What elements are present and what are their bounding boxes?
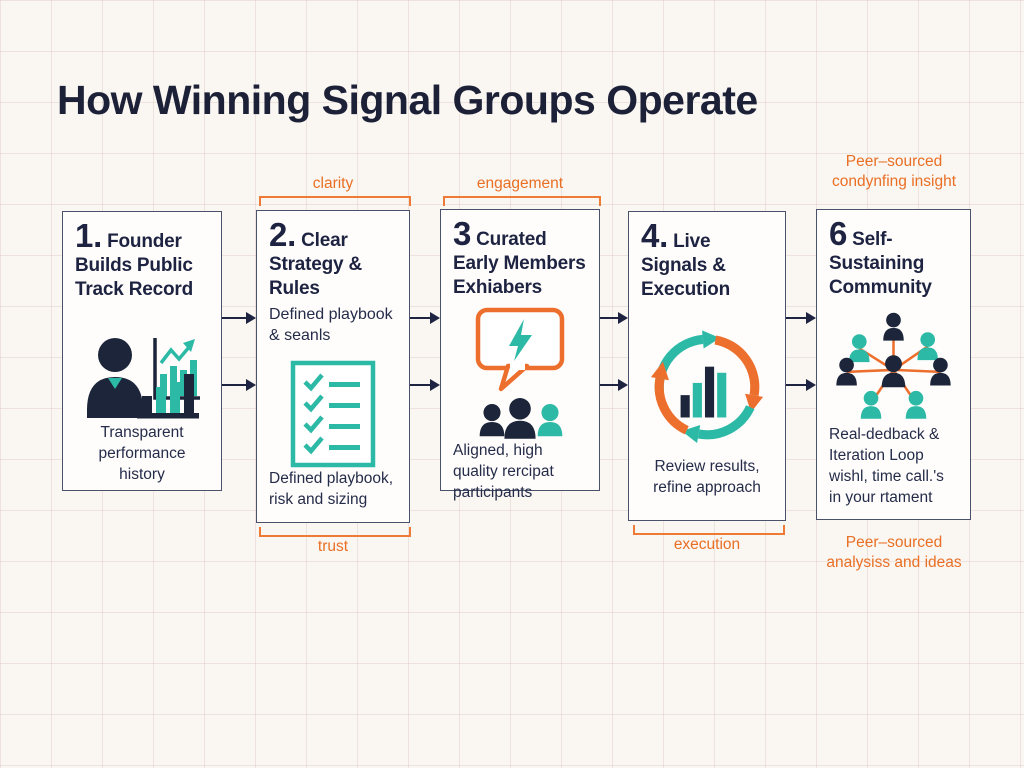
- label-trust: trust: [317, 538, 349, 555]
- step-4-box: 4.Live Signals & Execution Review result…: [628, 211, 786, 521]
- step-3-caption: Aligned, high quality rercipat participa…: [453, 442, 554, 501]
- step-4-caption: Review results, refine approach: [653, 458, 761, 496]
- cycle-chart-icon: [641, 324, 773, 450]
- arrow-step2-step3-top: [410, 310, 440, 325]
- page-title: How Winning Signal Groups Operate: [57, 77, 758, 124]
- label-engagement: engagement: [476, 175, 564, 192]
- step-2-number: 2.: [269, 216, 297, 253]
- arrow-step1-step2-bottom: [222, 377, 256, 392]
- bracket-clarity: [259, 196, 411, 206]
- arrow-step3-step4-bottom: [600, 377, 628, 392]
- bracket-execution: [633, 525, 785, 535]
- step-2-box: 2.Clear Strategy & Rules Defined playboo…: [256, 210, 410, 523]
- step-4-number: 4.: [641, 217, 669, 254]
- step-5-number: 6: [829, 215, 848, 252]
- chat-lightning-icon: [453, 306, 587, 392]
- label-execution: execution: [673, 536, 741, 553]
- step-4-title: 4.Live Signals & Execution: [641, 217, 730, 300]
- founder-track-record-icon: [75, 318, 209, 422]
- arrow-step4-step5-bottom: [786, 377, 816, 392]
- step-3-number: 3: [453, 215, 472, 252]
- step-2-subtitle: Defined playbook & seanls: [269, 306, 393, 344]
- bracket-engagement: [443, 196, 601, 206]
- arrow-step2-step3-bottom: [410, 377, 440, 392]
- step-1-box: 1.Founder Builds Public Track Record: [62, 211, 222, 491]
- step-1-number: 1.: [75, 217, 103, 254]
- step-1-title: 1.Founder Builds Public Track Record: [75, 217, 193, 300]
- step-5-caption: Real-dedback & Iteration Loop wishl, tim…: [829, 426, 944, 506]
- community-network-icon: [829, 308, 958, 424]
- label-peer-sourced-insight: Peer–sourced condynfing insight: [831, 153, 957, 190]
- label-peer-sourced-ideas: Peer–sourced analysiss and ideas: [826, 534, 962, 571]
- people-group-icon: [453, 392, 587, 440]
- step-2-title: 2.Clear Strategy & Rules: [269, 216, 363, 299]
- step-2-caption: Defined playbook, risk and sizing: [269, 470, 394, 508]
- label-clarity: clarity: [312, 175, 354, 192]
- arrow-step1-step2-top: [222, 310, 256, 325]
- arrow-step3-step4-top: [600, 310, 628, 325]
- bracket-trust: [259, 527, 411, 537]
- step-1-caption: Transparent performance history: [98, 424, 186, 483]
- arrow-step4-step5-top: [786, 310, 816, 325]
- checklist-icon: [269, 360, 397, 468]
